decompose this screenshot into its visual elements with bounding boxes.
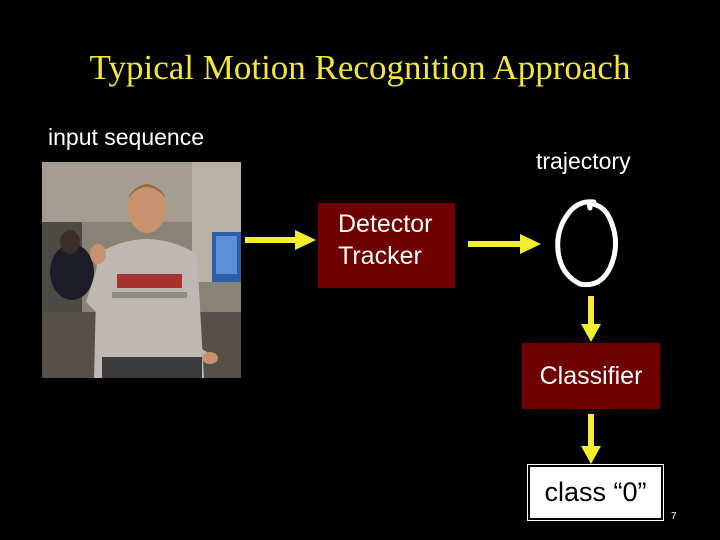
output-class-label: class “0” <box>544 477 647 507</box>
arrow-to-output <box>581 414 601 464</box>
input-sequence-photo <box>42 162 241 378</box>
detector-label: Detector <box>338 210 433 238</box>
arrow-to-classifier <box>581 296 601 342</box>
arrow-to-trajectory <box>468 234 541 254</box>
tracker-label: Tracker <box>338 242 422 270</box>
input-sequence-label: input sequence <box>48 124 205 150</box>
trajectory-loop-drawing <box>555 199 618 288</box>
page-number: 7 <box>671 511 677 522</box>
classifier-label: Classifier <box>539 362 643 390</box>
arrow-to-detector <box>245 230 316 250</box>
classifier-box: Classifier <box>522 343 660 409</box>
detector-tracker-box: Detector Tracker <box>318 203 455 288</box>
output-class-box: class “0” <box>527 464 664 521</box>
slide-title: Typical Motion Recognition Approach <box>89 48 631 87</box>
trajectory-label: trajectory <box>536 148 631 174</box>
